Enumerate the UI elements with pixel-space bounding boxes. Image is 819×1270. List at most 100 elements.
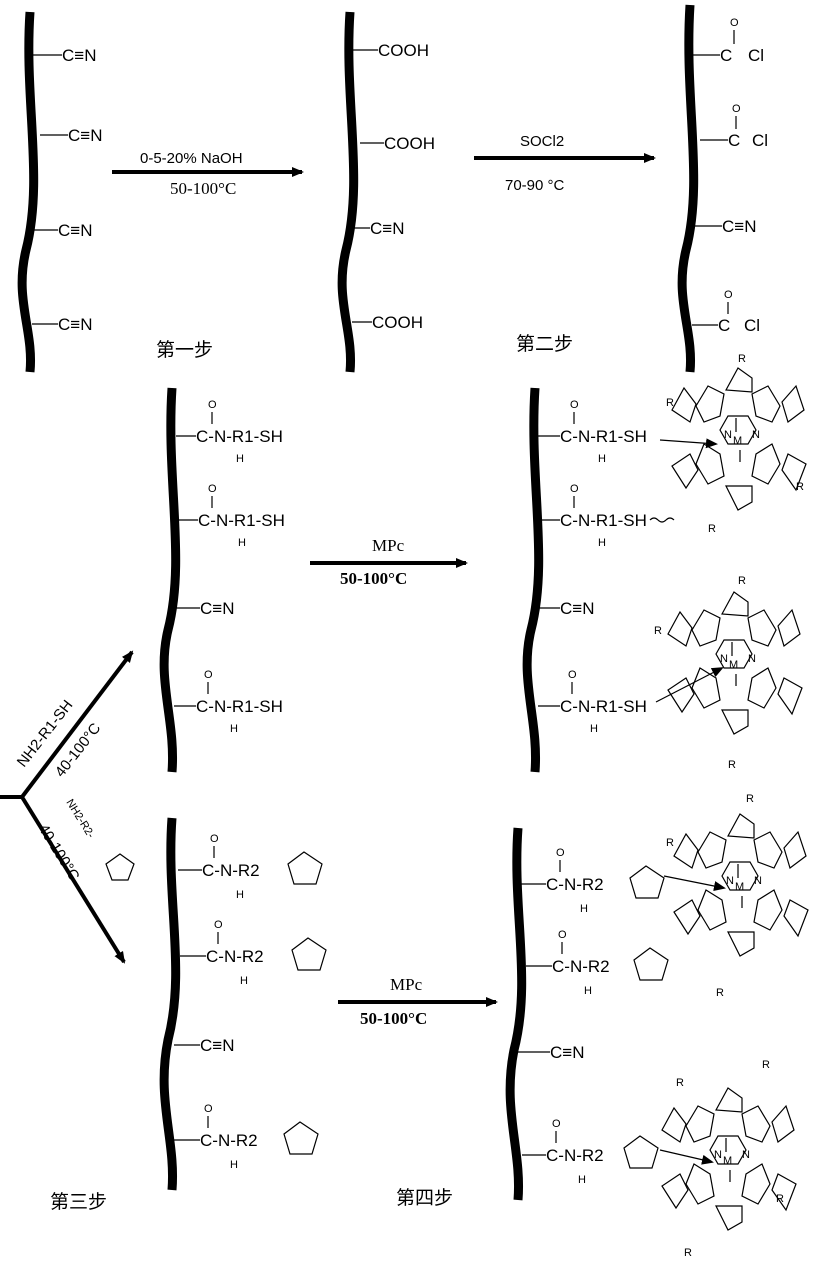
carboxyl-group: COOH bbox=[360, 134, 435, 153]
coordination-arrow bbox=[664, 876, 724, 888]
svg-text:O: O bbox=[570, 399, 579, 411]
reaction-3b-reagent: NH2-R2- bbox=[63, 797, 96, 840]
svg-text:H: H bbox=[230, 1159, 238, 1171]
reaction-3b-temp: 40-100°C bbox=[35, 821, 83, 884]
svg-text:R: R bbox=[746, 793, 754, 805]
step-2-label: 第二步 bbox=[516, 333, 573, 355]
svg-text:R: R bbox=[666, 837, 674, 849]
thiol-amide-group: O C-N-R1-SH H bbox=[538, 399, 647, 465]
reaction-2-conditions-top: SOCl2 bbox=[520, 133, 564, 150]
svg-text:O: O bbox=[732, 103, 741, 115]
nitrile-group: C≡N bbox=[32, 315, 92, 334]
metal-phthalocyanine: M R R R R N N bbox=[666, 353, 806, 535]
imidazole-reagent bbox=[106, 854, 134, 880]
svg-text:C≡N: C≡N bbox=[550, 1043, 584, 1062]
svg-text:N: N bbox=[720, 653, 728, 665]
svg-text:C≡N: C≡N bbox=[68, 126, 102, 145]
svg-text:C-N-R1-SH: C-N-R1-SH bbox=[560, 697, 647, 716]
reaction-4b-conditions-top: MPc bbox=[390, 975, 423, 994]
svg-text:R: R bbox=[728, 759, 736, 771]
svg-text:N: N bbox=[752, 429, 760, 441]
svg-text:Cl: Cl bbox=[744, 316, 760, 335]
thiol-amide-group: O C-N-R1-SH H bbox=[176, 399, 283, 465]
svg-text:C-N-R2: C-N-R2 bbox=[552, 957, 610, 976]
svg-text:H: H bbox=[230, 723, 238, 735]
thiol-amide-group: O C-N-R1-SH H bbox=[174, 669, 283, 735]
step-4-label: 第四步 bbox=[396, 1187, 453, 1209]
svg-text:O: O bbox=[568, 669, 577, 681]
svg-text:N: N bbox=[754, 875, 762, 887]
svg-text:O: O bbox=[558, 929, 567, 941]
nitrile-group: C≡N bbox=[350, 219, 404, 238]
svg-text:O: O bbox=[214, 919, 223, 931]
svg-text:O: O bbox=[204, 1103, 213, 1115]
svg-text:M: M bbox=[735, 881, 744, 893]
svg-text:H: H bbox=[598, 537, 606, 549]
thiol-amide-group: O C-N-R1-SH H bbox=[538, 669, 647, 735]
svg-text:N: N bbox=[724, 429, 732, 441]
svg-text:R: R bbox=[684, 1247, 692, 1259]
carboxyl-group: COOH bbox=[352, 41, 429, 60]
svg-text:C≡N: C≡N bbox=[58, 315, 92, 334]
svg-text:R: R bbox=[708, 523, 716, 535]
polymer-chain-4 bbox=[164, 388, 176, 772]
svg-text:N: N bbox=[748, 653, 756, 665]
svg-text:C-N-R1-SH: C-N-R1-SH bbox=[560, 427, 647, 446]
svg-text:N: N bbox=[726, 875, 734, 887]
acyl-chloride-group: O C Cl bbox=[692, 17, 764, 65]
imidazole-amide-group: O C-N-R2 H bbox=[180, 919, 326, 987]
step-3-label: 第三步 bbox=[50, 1191, 107, 1213]
svg-text:C≡N: C≡N bbox=[62, 46, 96, 65]
reaction-arrow-3a bbox=[22, 652, 132, 797]
svg-text:N: N bbox=[714, 1149, 722, 1161]
reaction-1-conditions-bottom: 50-100°C bbox=[170, 179, 236, 198]
acyl-chloride-group: O C Cl bbox=[700, 103, 768, 150]
svg-text:O: O bbox=[208, 483, 217, 495]
svg-text:R: R bbox=[796, 481, 804, 493]
svg-text:C-N-R1-SH: C-N-R1-SH bbox=[560, 511, 647, 530]
step-1-label: 第一步 bbox=[156, 339, 213, 361]
svg-text:M: M bbox=[733, 435, 742, 447]
imidazole-amide-group: O C-N-R2 H bbox=[526, 929, 668, 997]
svg-text:C: C bbox=[720, 46, 732, 65]
nitrile-group: C≡N bbox=[172, 599, 234, 618]
svg-text:COOH: COOH bbox=[372, 313, 423, 332]
svg-text:C≡N: C≡N bbox=[560, 599, 594, 618]
imidazole-amide-group: O C-N-R2 H bbox=[174, 1103, 318, 1171]
nitrile-group: C≡N bbox=[40, 126, 102, 145]
svg-text:R: R bbox=[738, 353, 746, 365]
imidazole-amide-group: O C-N-R2 H bbox=[178, 833, 322, 901]
svg-text:C≡N: C≡N bbox=[722, 217, 756, 236]
reaction-4a-conditions-top: MPc bbox=[372, 536, 405, 555]
svg-text:R: R bbox=[762, 1059, 770, 1071]
svg-text:R: R bbox=[676, 1077, 684, 1089]
svg-text:O: O bbox=[204, 669, 213, 681]
svg-text:C-N-R1-SH: C-N-R1-SH bbox=[196, 697, 283, 716]
svg-text:H: H bbox=[590, 723, 598, 735]
svg-text:COOH: COOH bbox=[378, 41, 429, 60]
svg-text:O: O bbox=[210, 833, 219, 845]
svg-text:O: O bbox=[724, 289, 733, 301]
svg-text:H: H bbox=[584, 985, 592, 997]
metal-phthalocyanine: M R R R N N bbox=[666, 793, 808, 999]
metal-phthalocyanine: M R R R N N bbox=[654, 575, 802, 771]
thiol-amide-group: O C-N-R1-SH H bbox=[542, 483, 674, 549]
svg-text:R: R bbox=[716, 987, 724, 999]
reaction-4a-conditions-bottom: 50-100°C bbox=[340, 569, 407, 588]
reaction-4b-conditions-bottom: 50-100°C bbox=[360, 1009, 427, 1028]
svg-text:O: O bbox=[552, 1118, 561, 1130]
polymer-chain-2 bbox=[342, 12, 354, 372]
svg-text:C-N-R2: C-N-R2 bbox=[206, 947, 264, 966]
polymer-chain-3 bbox=[682, 5, 694, 372]
svg-text:O: O bbox=[556, 847, 565, 859]
svg-text:O: O bbox=[730, 17, 739, 29]
imidazole-amide-group: O C-N-R2 H bbox=[520, 847, 664, 915]
svg-text:Cl: Cl bbox=[748, 46, 764, 65]
svg-text:H: H bbox=[236, 889, 244, 901]
svg-text:M: M bbox=[723, 1155, 732, 1167]
nitrile-group: C≡N bbox=[518, 1043, 584, 1062]
svg-text:C-N-R2: C-N-R2 bbox=[200, 1131, 258, 1150]
svg-text:R: R bbox=[738, 575, 746, 587]
svg-text:O: O bbox=[570, 483, 579, 495]
